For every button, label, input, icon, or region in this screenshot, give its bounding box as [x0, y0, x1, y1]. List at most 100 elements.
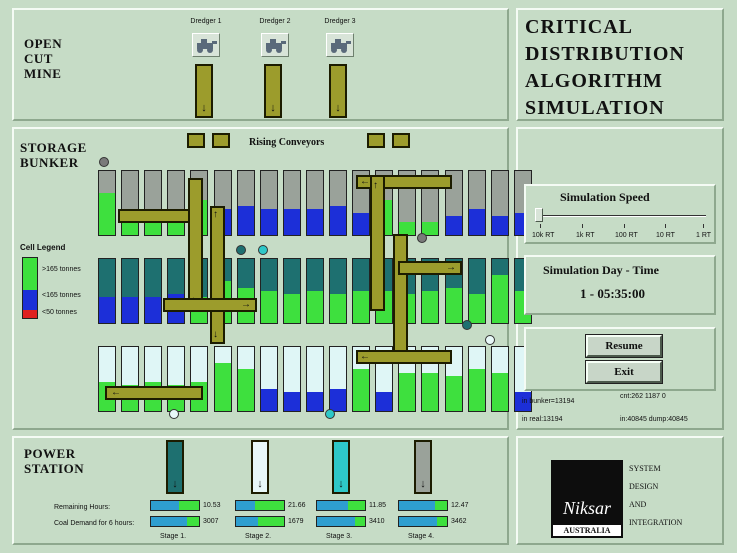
day-time-value: 1 - 05:35:00: [580, 286, 645, 301]
bunker-cell-fill: [122, 297, 138, 323]
bunker-cell-fill: [446, 287, 462, 323]
stage-metric-value: 21.66: [288, 502, 306, 509]
dredger-1-icon[interactable]: [192, 33, 220, 57]
bunker-cell-fill: [215, 363, 231, 411]
stat-in-real: in real:13194: [522, 416, 563, 423]
bunker-cell: [167, 346, 185, 412]
bunker-cell-fill: [376, 391, 392, 411]
bunker-cell-fill: [330, 388, 346, 411]
bunker-cell: [329, 170, 347, 236]
bunker-cell: [98, 170, 116, 236]
stage-metric-value: 10.53: [203, 502, 221, 509]
chute-down-arrow-icon: ↓: [270, 102, 276, 114]
resume-button[interactable]: Resume: [585, 334, 663, 358]
speed-tick-label: 10k RT: [532, 232, 555, 239]
stage-metric-value: 3462: [451, 518, 467, 525]
speed-tick-label: 1k RT: [576, 232, 595, 239]
dredger-2-icon[interactable]: [261, 33, 289, 57]
chute-down-arrow-icon: ↓: [338, 478, 344, 490]
stacker-marker: [258, 245, 268, 255]
bunker-cell: [98, 258, 116, 324]
bunker-cell-fill: [122, 219, 138, 235]
exit-button[interactable]: Exit: [585, 360, 663, 384]
legend-blue-swatch: [23, 290, 37, 310]
bunker-cell-fill: [446, 375, 462, 411]
bunker-cell-fill: [399, 372, 415, 411]
stage-metric-bar: [316, 500, 366, 511]
bunker-cell: [283, 346, 301, 412]
bunker-cell-fill: [469, 369, 485, 411]
speed-slider-track[interactable]: [538, 215, 706, 217]
app-title: CRITICAL DISTRIBUTION ALGORITHM SIMULATI…: [525, 16, 685, 119]
speed-box: [524, 184, 716, 244]
arrow-left-icon: ←: [360, 351, 370, 362]
bunker-cell: [468, 170, 486, 236]
bunker-cell-fill: [238, 369, 254, 411]
bunker-cell: [329, 346, 347, 412]
stage-metric-value: 3410: [369, 518, 385, 525]
dredger-1-chute: ↓: [195, 64, 213, 118]
shuttle-conveyor: [118, 209, 190, 223]
stage-metric-value: 1679: [288, 518, 304, 525]
title-panel: [516, 8, 724, 121]
remaining-hours-label: Remaining Hours:: [54, 504, 111, 511]
dredger-1-label: Dredger 1: [190, 18, 222, 25]
bunker-cell: [237, 346, 255, 412]
rising-conveyor-column: ↑: [370, 175, 385, 311]
coal-demand-label: Coal Demand for 6 hours:: [54, 520, 135, 527]
speed-slider-thumb[interactable]: [535, 208, 543, 222]
speed-tick: [540, 224, 541, 228]
stage-metric-fill: [435, 501, 447, 510]
stage-chute: ↓: [332, 440, 350, 494]
legend-label-mid: <165 tonnes: [42, 292, 81, 299]
arrow-left-icon: ←: [111, 387, 121, 398]
bunker-cell-fill: [99, 297, 115, 323]
bunker-cell-fill: [330, 206, 346, 235]
bunker-cell-fill: [492, 372, 508, 411]
arrow-down-icon: ↓: [213, 329, 218, 340]
stacker-marker: [99, 157, 109, 167]
bunker-cell-fill: [515, 391, 531, 411]
power-title: POWER STATION: [24, 446, 85, 476]
bunker-cell: [144, 258, 162, 324]
bunker-cell: [260, 258, 278, 324]
stage-metric-bar: [150, 500, 200, 511]
arrow-left-icon: ←: [360, 176, 370, 187]
bunker-cell: [283, 258, 301, 324]
bunker-cell: [144, 170, 162, 236]
bunker-cell-fill: [284, 391, 300, 411]
dredger-3-label: Dredger 3: [324, 18, 356, 25]
speed-tick: [582, 224, 583, 228]
chute-down-arrow-icon: ↓: [257, 478, 263, 490]
bunker-cell: [491, 170, 509, 236]
stage-metric-value: 3007: [203, 518, 219, 525]
stage-metric-value: 11.85: [369, 502, 386, 509]
bunker-cell: [491, 258, 509, 324]
bunker-cell: [260, 170, 278, 236]
bunker-cell: [167, 258, 185, 324]
brand-tagline: SYSTEM DESIGN AND INTEGRATION: [629, 464, 683, 527]
bunker-cell-fill: [353, 212, 369, 235]
rising-conveyor-4: [392, 133, 410, 148]
stage-label: Stage 3.: [326, 533, 353, 540]
dredger-3-icon[interactable]: [326, 33, 354, 57]
bunker-cell-fill: [284, 209, 300, 235]
stage-chute: ↓: [166, 440, 184, 494]
bunker-cell-fill: [330, 294, 346, 323]
stage-metric-bar: [398, 500, 448, 511]
bunker-cell: [306, 170, 324, 236]
logo-text: Niksar: [562, 498, 611, 518]
cell-legend-bar: [22, 257, 38, 319]
stage-label: Stage 1.: [160, 533, 187, 540]
bunker-cell-fill: [261, 388, 277, 411]
storage-title: STORAGE BUNKER: [20, 140, 87, 170]
stage-metric-bar: [235, 500, 285, 511]
bunker-cell-fill: [261, 209, 277, 235]
stacker-marker: [462, 320, 472, 330]
shuttle-conveyor: →: [398, 261, 462, 275]
chute-down-arrow-icon: ↓: [172, 478, 178, 490]
bunker-cell: [260, 346, 278, 412]
rising-conveyor-3: [367, 133, 385, 148]
niksar-logo: Niksar AUSTRALIA: [551, 460, 623, 538]
stage-metric-bar: [316, 516, 366, 527]
